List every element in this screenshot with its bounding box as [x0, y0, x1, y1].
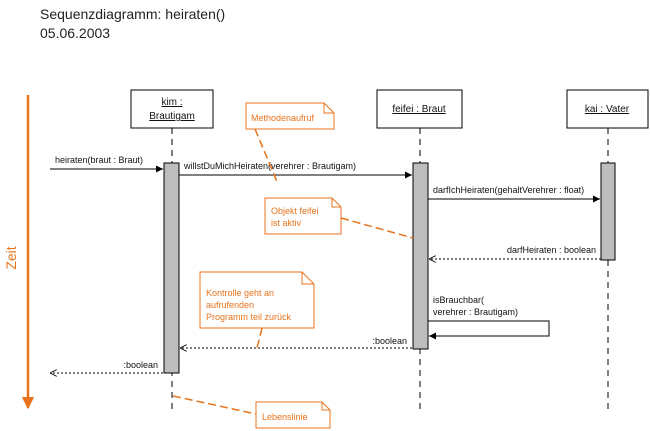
return-kim-label: :boolean: [123, 360, 158, 370]
note-objekt-aktiv-connector: [340, 217, 414, 239]
diagram-title: Sequenzdiagramm: heiraten(): [40, 6, 225, 22]
activation-kim: [163, 162, 180, 374]
message-darf-label: darfIchHeiraten(gehaltVerehrer : float): [433, 185, 584, 195]
note-objekt-aktiv: Objekt feifei ist aktiv: [264, 197, 342, 235]
activation-kai: [600, 162, 616, 261]
note-lebenslinie-connector: [172, 395, 257, 415]
note-methodenaufruf-connector: [254, 128, 279, 185]
message-isbrauchbar-label-2: verehrer : Brautigam): [433, 307, 518, 317]
object-feifei-name: feifei : Braut: [392, 104, 446, 115]
activation-feifei: [412, 162, 429, 350]
note-lebenslinie: Lebenslinie: [255, 401, 331, 429]
diagram-date: 05.06.2003: [40, 25, 110, 41]
object-kai-name: kai : Vater: [585, 104, 630, 115]
object-feifei: feifei : Braut: [376, 89, 463, 129]
object-kim: kim : Brautigam: [130, 89, 214, 129]
object-kim-type: Brautigam: [149, 111, 195, 122]
object-kim-name: kim :: [161, 97, 182, 108]
note-lebenslinie-text: Lebenslinie: [262, 412, 308, 422]
note-kontrolle-connector: [256, 327, 263, 349]
message-heiraten-label: heiraten(braut : Braut): [55, 155, 143, 165]
note-kontrolle: Kontrolle geht an aufrufenden Programm t…: [199, 271, 315, 329]
note-methodenaufruf-text: Methodenaufruf: [251, 113, 315, 123]
note-objekt-aktiv-text-1: Objekt feifei: [271, 206, 319, 216]
return-darf-label: darfHeiraten : boolean: [507, 245, 596, 255]
note-methodenaufruf: Methodenaufruf: [245, 102, 335, 130]
return-feifei-label: :boolean: [372, 336, 407, 346]
object-kai: kai : Vater: [566, 89, 649, 129]
note-kontrolle-text-2: aufrufenden: [206, 300, 254, 310]
message-isbrauchbar-label-1: isBrauchbar(: [433, 295, 484, 305]
time-axis-label: Zeit: [3, 246, 19, 269]
message-willst-label: willstDuMichHeiraten(verehrer : Brautiga…: [183, 161, 356, 171]
note-kontrolle-text-1: Kontrolle geht an: [206, 288, 274, 298]
note-objekt-aktiv-text-2: ist aktiv: [271, 218, 302, 228]
message-isbrauchbar-arrow: [428, 320, 550, 340]
note-kontrolle-text-3: Programm teil zurück: [206, 312, 292, 322]
